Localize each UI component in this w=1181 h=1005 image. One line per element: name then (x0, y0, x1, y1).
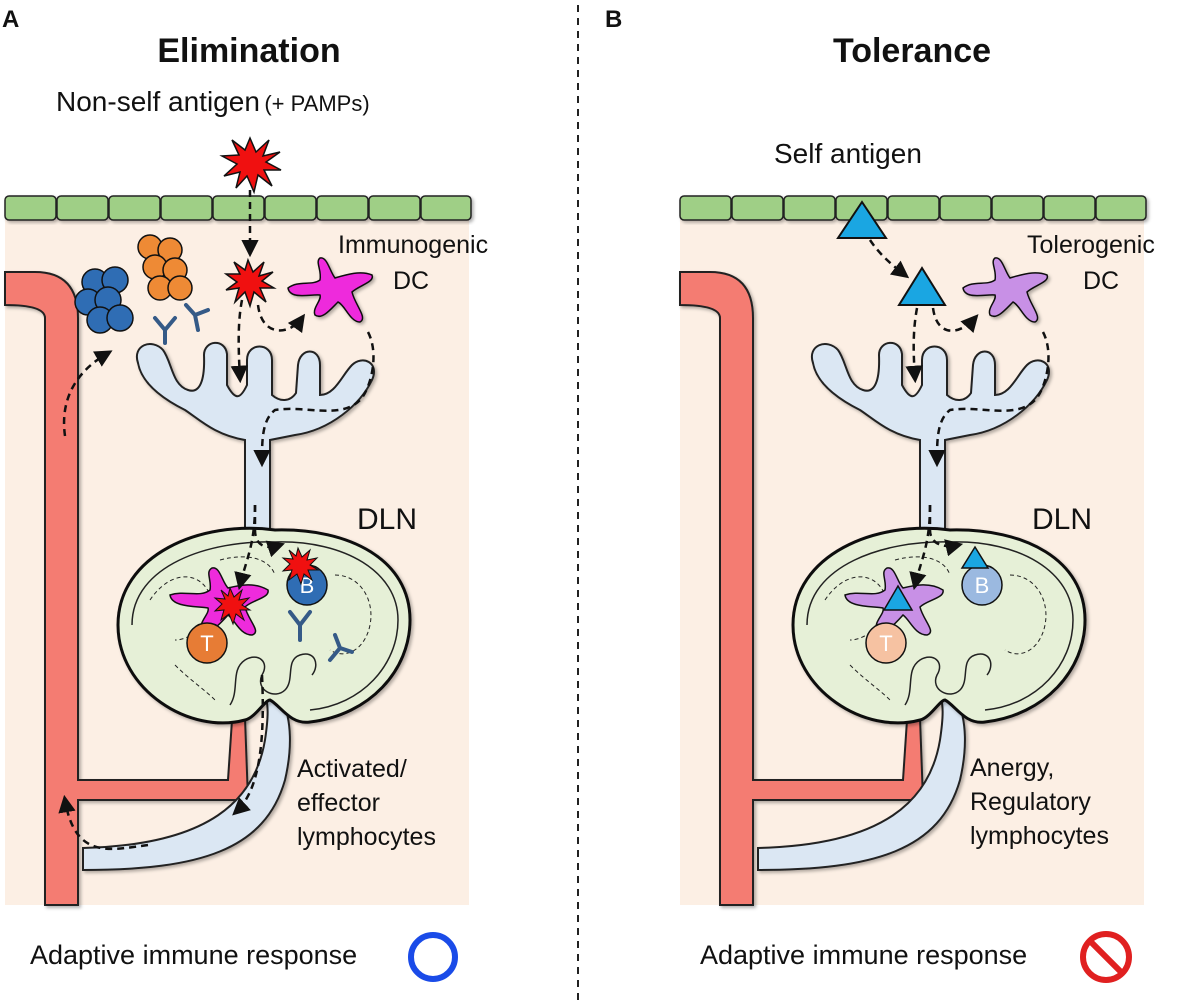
lymph-node-inner-line (806, 541, 1074, 711)
tolerogenic-label-line1: Tolerogenic (1027, 231, 1155, 259)
dln-label: DLN (357, 503, 418, 536)
outcome-line2: effector (297, 789, 380, 817)
panel-a-footer: Adaptive immune response (30, 940, 358, 970)
migration-arrows (868, 239, 1050, 591)
non-self-antigen-icon (281, 546, 320, 586)
panel-b: T B (679, 195, 1147, 983)
non-self-antigen-text: Non-self antigen (56, 86, 260, 117)
epithelium (4, 195, 472, 221)
epithelium (679, 195, 1147, 221)
medulla-line (904, 653, 992, 706)
immunogenic-label-line2: DC (393, 267, 430, 295)
outcome-line1: Anergy, (970, 754, 1055, 782)
outcome-line3: lymphocytes (970, 822, 1109, 850)
outcome-line3: lymphocytes (297, 823, 436, 851)
medulla-line (229, 653, 317, 706)
lymph-node-inner-line (131, 541, 399, 711)
antibodies-node (288, 610, 354, 662)
tolerogenic-label-line2: DC (1083, 267, 1120, 295)
panel-b-footer: Adaptive immune response (700, 940, 1028, 970)
panel-a-title: Elimination (157, 32, 341, 70)
panel-a: T B (4, 136, 472, 982)
response-absent-icon (1080, 931, 1132, 983)
non-self-antigen-label: Non-self antigen (+ PAMPs) (56, 86, 370, 118)
self-antigen-label: Self antigen (774, 138, 922, 169)
non-self-antigen-icon (213, 586, 252, 626)
lymph-node (116, 526, 412, 725)
migration-arrows (58, 190, 375, 851)
lymphatic-vessel (82, 341, 375, 872)
non-self-antigen-icon (219, 136, 282, 195)
dln-label: DLN (1032, 503, 1093, 536)
t-cell-label: T (879, 631, 892, 656)
outcome-line1: Activated/ (297, 755, 407, 783)
panel-b-title: Tolerance (832, 32, 992, 70)
response-present-icon (408, 932, 458, 982)
bacteria-orange-cluster (137, 234, 193, 301)
tolerogenic-dc-icon (962, 257, 1049, 323)
self-antigen-icon (836, 200, 888, 239)
outcome-line2: Regulatory (970, 788, 1091, 816)
immunogenic-dc-icon (287, 257, 374, 323)
lymph-node (791, 526, 1087, 725)
non-self-antigen-icon (223, 257, 277, 309)
panel-b-letter: B (605, 6, 623, 33)
t-cell (186, 622, 228, 664)
pamps-text: (+ PAMPs) (264, 91, 370, 116)
t-cell-label: T (200, 631, 213, 656)
self-antigen-icon (882, 584, 914, 611)
b-cell-label: B (975, 573, 990, 598)
bacteria-blue-cluster (74, 266, 134, 334)
immunogenic-label-line1: Immunogenic (338, 231, 489, 259)
antibodies-tissue (153, 303, 210, 345)
self-antigen-icon (897, 266, 947, 306)
panel-a-letter: A (2, 6, 20, 33)
t-cell (865, 622, 907, 664)
self-antigen-icon (960, 545, 990, 569)
